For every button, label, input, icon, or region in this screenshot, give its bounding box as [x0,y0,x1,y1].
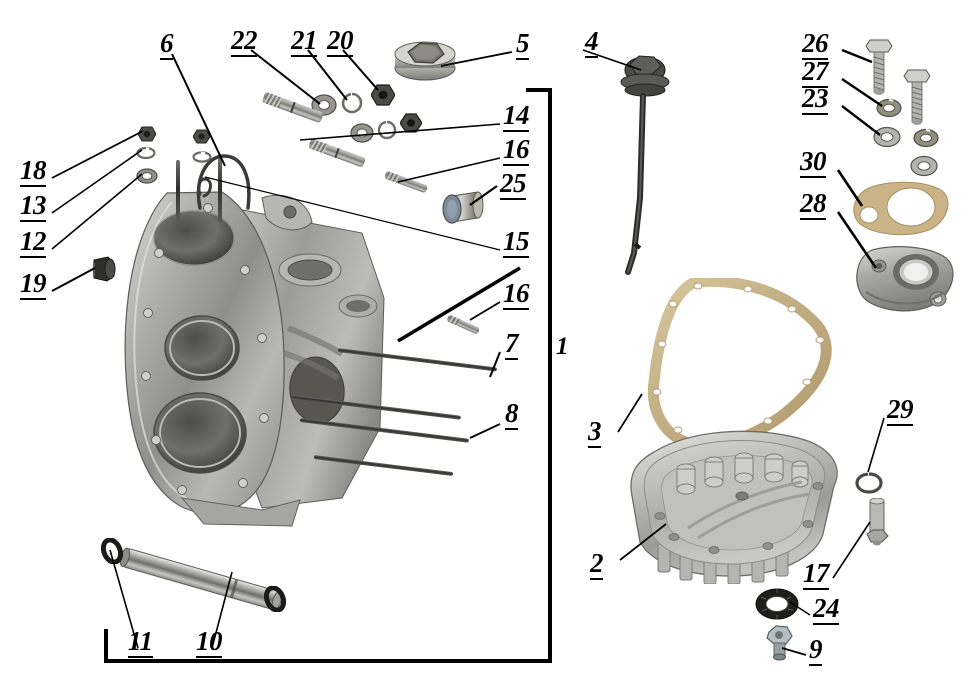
callout-number-30: 30 [800,146,827,178]
part-spring-ring-row2 [377,120,397,140]
part-spring-washer-center [192,150,212,163]
callout-number-23: 23 [802,83,829,115]
group-bracket-right [548,88,552,663]
part-threaded-stud-14 [259,84,326,130]
part-flat-washer-23 [873,126,901,148]
callout-number-6: 6 [160,28,174,60]
callout-number-27: 27 [802,56,829,88]
part-hex-nut-center [192,129,211,144]
part-upright-stud-left [176,160,180,222]
group-bracket-left [104,629,108,663]
callout-number-16: 16 [503,278,530,310]
part-hex-nut-18 [137,126,157,142]
part-bushing-25 [440,188,488,228]
callout-number-12: 12 [20,226,47,258]
group-bracket-top [526,88,552,92]
part-oil-pump-flange-28 [846,244,958,316]
callout-number-13: 13 [20,190,47,222]
callout-number-4: 4 [585,26,599,58]
callout-number-17: 17 [803,558,830,590]
callout-number-7: 7 [505,328,519,360]
part-hex-nut-row2 [399,113,423,133]
callout-number-1: 1 [556,333,569,360]
part-hex-nut-20 [370,84,396,106]
callout-number-5: 5 [516,28,530,60]
part-lock-washer-12 [136,168,158,184]
part-oil-pan-2 [618,424,848,585]
callout-number-10: 10 [196,626,223,658]
part-short-stud-16b [444,310,482,340]
callout-number-24: 24 [813,593,840,625]
callout-number-26: 26 [802,28,829,60]
callout-number-25: 25 [500,168,527,200]
part-o-ring-right-11 [263,585,287,613]
part-rubber-plug-19 [88,254,118,284]
part-spring-washer-13 [136,146,156,160]
part-spring-washer-29 [855,472,883,494]
callout-number-21: 21 [291,25,318,57]
part-sealing-washer-24 [755,588,799,620]
part-drain-plug-5 [392,32,458,82]
callout-number-18: 18 [20,155,47,187]
callout-number-9: 9 [809,634,823,666]
callout-number-11: 11 [128,626,153,658]
part-hex-bolt-26a [862,36,896,102]
callout-number-16: 16 [503,134,530,166]
callout-number-14: 14 [503,100,530,132]
part-flat-washer-23b [910,155,938,177]
callout-number-8: 8 [505,398,519,430]
callout-number-3: 3 [588,416,602,448]
callout-number-20: 20 [327,25,354,57]
part-spring-lock-washer-21 [341,92,363,114]
part-flange-gasket-30 [845,180,953,238]
part-flat-washer-row2 [350,123,374,143]
part-dipstick-4 [614,48,676,278]
part-spring-washer-27b [913,128,939,148]
part-crankcase-housing [112,178,417,528]
callout-number-15: 15 [503,226,530,258]
group-bracket-bottom [104,659,552,663]
callout-number-2: 2 [590,548,604,580]
part-hex-bolt-17 [862,497,892,548]
part-o-ring-left-11 [100,537,124,565]
callout-number-22: 22 [231,25,258,57]
callout-number-29: 29 [887,394,914,426]
callout-number-19: 19 [20,268,47,300]
part-spring-washer-27 [876,98,902,118]
callout-number-28: 28 [800,188,827,220]
part-drain-nut-9 [762,624,796,662]
part-hex-bolt-26b [900,66,934,132]
